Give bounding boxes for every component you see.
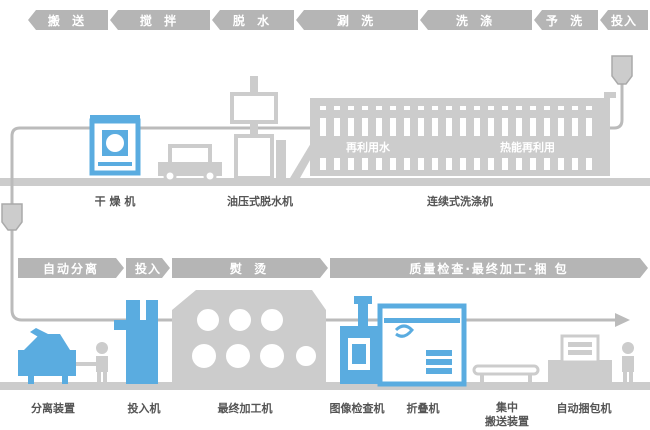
upper-floor [0, 178, 650, 186]
stage-tag-dehydrate: 脱 水 [212, 10, 294, 30]
separator-machine [18, 328, 96, 384]
conveyor-line [10, 84, 624, 322]
stage-tag-stir: 搅 拌 [110, 10, 210, 30]
stage-tag-ironing: 熨 烫 [172, 258, 328, 278]
label-packer: 自动捆包机 [556, 402, 612, 415]
stage-tag-auto-separate: 自动分离 [18, 258, 124, 278]
label-finisher: 最终加工机 [217, 402, 273, 415]
label-feeder: 投入机 [127, 402, 161, 415]
dryer-machine [89, 115, 141, 176]
lower-floor [0, 382, 650, 390]
label-collector-line1: 集中 [496, 401, 518, 414]
ironer-machine [172, 290, 326, 384]
arrow-icon [615, 313, 630, 327]
label-inspector: 图像检查机 [329, 402, 385, 415]
label-reuse-water: 再利用水 [346, 141, 390, 154]
stage-tag-prewash: 予 洗 [534, 10, 598, 30]
stage-tag-wash: 洗 涤 [420, 10, 532, 30]
worker-icon [96, 342, 108, 384]
packing-machine [548, 334, 612, 384]
feeder-machine [114, 300, 158, 384]
press-machine [230, 76, 286, 180]
stage-tag-rinse: 涮 洗 [296, 10, 418, 30]
stage-tag-transport: 搬 送 [28, 10, 108, 30]
label-heat-reuse: 热能再利用 [500, 141, 555, 154]
stage-tag-quality-pack: 质量检查·最终加工·捆 包 [330, 258, 648, 278]
label-collector-line2: 搬送装置 [485, 415, 529, 428]
label-washer: 连续式洗涤机 [427, 195, 493, 208]
hopper-top-icon [611, 55, 633, 85]
image-inspector-machine [340, 296, 380, 384]
folding-machine [377, 303, 467, 387]
label-folder: 折叠机 [406, 402, 440, 415]
hopper-left-icon [1, 203, 23, 231]
label-separator: 分离装置 [31, 402, 75, 415]
stage-tag-input-top: 投入 [600, 10, 648, 30]
label-press: 油压式脱水机 [227, 195, 293, 208]
label-dryer: 干 燥 机 [94, 195, 136, 208]
worker-icon [622, 342, 634, 384]
transfer-cart [158, 144, 222, 183]
collection-conveyor [472, 364, 540, 384]
continuous-washer [310, 92, 616, 176]
stage-tag-input-bottom: 投入 [126, 258, 170, 278]
